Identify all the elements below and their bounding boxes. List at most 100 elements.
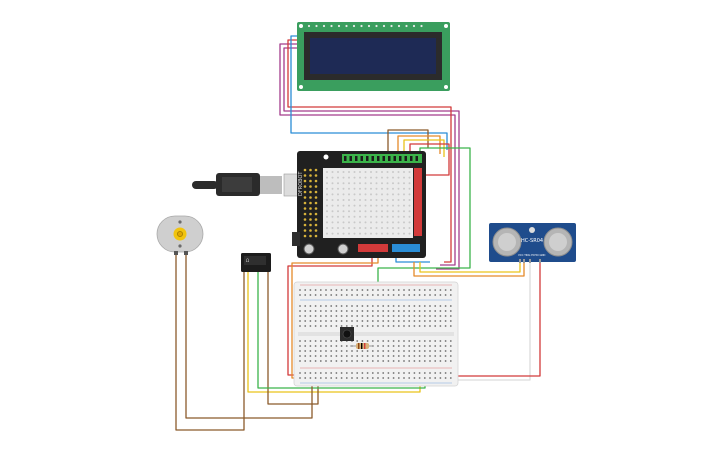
side-pad: [303, 207, 307, 210]
proto-hole: [353, 227, 356, 229]
proto-hole: [375, 176, 378, 179]
rail-hole: [351, 377, 353, 379]
shield-reset-button[interactable]: [303, 243, 315, 255]
proto-hole: [364, 227, 367, 229]
bb-hole: [377, 320, 379, 322]
rail-hole: [366, 377, 369, 379]
proto-hole: [348, 193, 350, 196]
bb-hole: [413, 340, 416, 342]
proto-hole: [348, 182, 350, 185]
side-pad: [303, 218, 307, 221]
wire-relay-brown[interactable]: [267, 272, 319, 405]
proto-hole: [370, 187, 372, 190]
proto-hole: [348, 215, 350, 218]
lcd-display[interactable]: [297, 22, 450, 91]
wire-lcd-red[interactable]: [287, 39, 452, 263]
bb-hole: [314, 340, 317, 342]
proto-hole: [359, 227, 361, 229]
wire-sensor-orange[interactable]: [413, 262, 525, 277]
rail-hole: [418, 372, 421, 374]
wire-shield-red-loop[interactable]: [409, 143, 450, 176]
proto-hole: [359, 232, 361, 235]
wire-shield-blue-2[interactable]: [395, 258, 430, 263]
rail-hole: [423, 377, 426, 379]
shield-header-pin: [344, 156, 347, 161]
side-pad: [309, 168, 312, 172]
button-cap: [342, 329, 352, 339]
shield-header-power[interactable]: [358, 244, 388, 252]
proto-hole: [364, 232, 367, 235]
bb-hole: [299, 345, 301, 347]
bb-hole: [397, 345, 400, 347]
ultrasonic-sensor[interactable]: HC-SR04 VCC TRIG ECHO GND: [489, 223, 576, 263]
bb-hole: [449, 310, 452, 312]
wire-motor-brown-1[interactable]: [175, 254, 245, 431]
proto-hole: [337, 182, 339, 185]
shield-header-analog[interactable]: [392, 244, 420, 252]
bb-hole: [304, 310, 307, 312]
wire-shield-green[interactable]: [377, 147, 471, 345]
proto-hole: [326, 182, 328, 185]
lcd-pin: [397, 24, 401, 28]
wire-sensor-red[interactable]: [455, 262, 541, 377]
relay-module[interactable]: Ω: [241, 253, 271, 272]
proto-hole: [375, 187, 378, 190]
bb-hole: [330, 345, 333, 347]
proto-hole: [370, 193, 372, 196]
proto-hole: [359, 187, 361, 190]
bb-hole: [314, 310, 317, 312]
proto-hole: [364, 221, 367, 224]
wire-sensor-yellow[interactable]: [419, 262, 521, 273]
bb-hole: [361, 310, 364, 312]
dc-motor[interactable]: [156, 215, 204, 255]
shield-header-pin: [382, 156, 385, 161]
bb-hole: [377, 360, 379, 362]
shield-header-pin: [415, 156, 418, 161]
bb-hole: [382, 340, 385, 342]
bb-hole: [434, 355, 437, 357]
rail-hole: [408, 372, 411, 374]
bb-hole: [418, 315, 421, 317]
proto-hole: [331, 182, 334, 185]
bb-hole: [314, 305, 317, 307]
rail-hole: [330, 294, 333, 296]
wire-lcd-blue[interactable]: [290, 35, 448, 150]
shield-header-digital[interactable]: [342, 154, 422, 163]
bb-hole: [299, 320, 301, 322]
bb-hole: [439, 360, 442, 362]
resistor[interactable]: [350, 343, 374, 349]
bb-hole: [371, 340, 374, 342]
proto-hole: [397, 193, 400, 196]
bb-hole: [434, 350, 437, 352]
bb-hole: [413, 350, 416, 352]
push-button[interactable]: [340, 327, 354, 341]
shield-user-button[interactable]: [337, 243, 349, 255]
bb-hole: [314, 325, 317, 327]
wire-shield-orange[interactable]: [397, 135, 441, 154]
shield-header-right[interactable]: [414, 168, 422, 236]
wire-motor-brown-2[interactable]: [185, 254, 313, 419]
bb-hole: [423, 360, 426, 362]
bb-hole: [392, 340, 395, 342]
bb-hole: [382, 305, 385, 307]
bb-hole: [335, 350, 338, 352]
arduino-shield[interactable]: DFROBOT: [292, 151, 426, 258]
bb-hole: [408, 325, 411, 327]
side-pad: [314, 218, 318, 221]
side-pad: [303, 185, 307, 188]
wire-lcd-purple-1[interactable]: [279, 43, 456, 266]
proto-hole: [326, 204, 328, 207]
usb-cable[interactable]: [192, 173, 299, 197]
proto-hole: [337, 232, 339, 235]
bb-hole: [413, 345, 416, 347]
bb-hole: [309, 310, 312, 312]
bb-hole: [387, 345, 390, 347]
wire-sensor-white[interactable]: [450, 262, 531, 381]
wire-lcd-purple-2[interactable]: [283, 47, 460, 270]
proto-hole: [359, 176, 361, 179]
breadboard[interactable]: [293, 281, 459, 387]
proto-hole: [397, 182, 400, 185]
wire-shield-brown[interactable]: [387, 129, 429, 152]
proto-hole: [381, 182, 383, 185]
bb-hole: [319, 355, 322, 357]
